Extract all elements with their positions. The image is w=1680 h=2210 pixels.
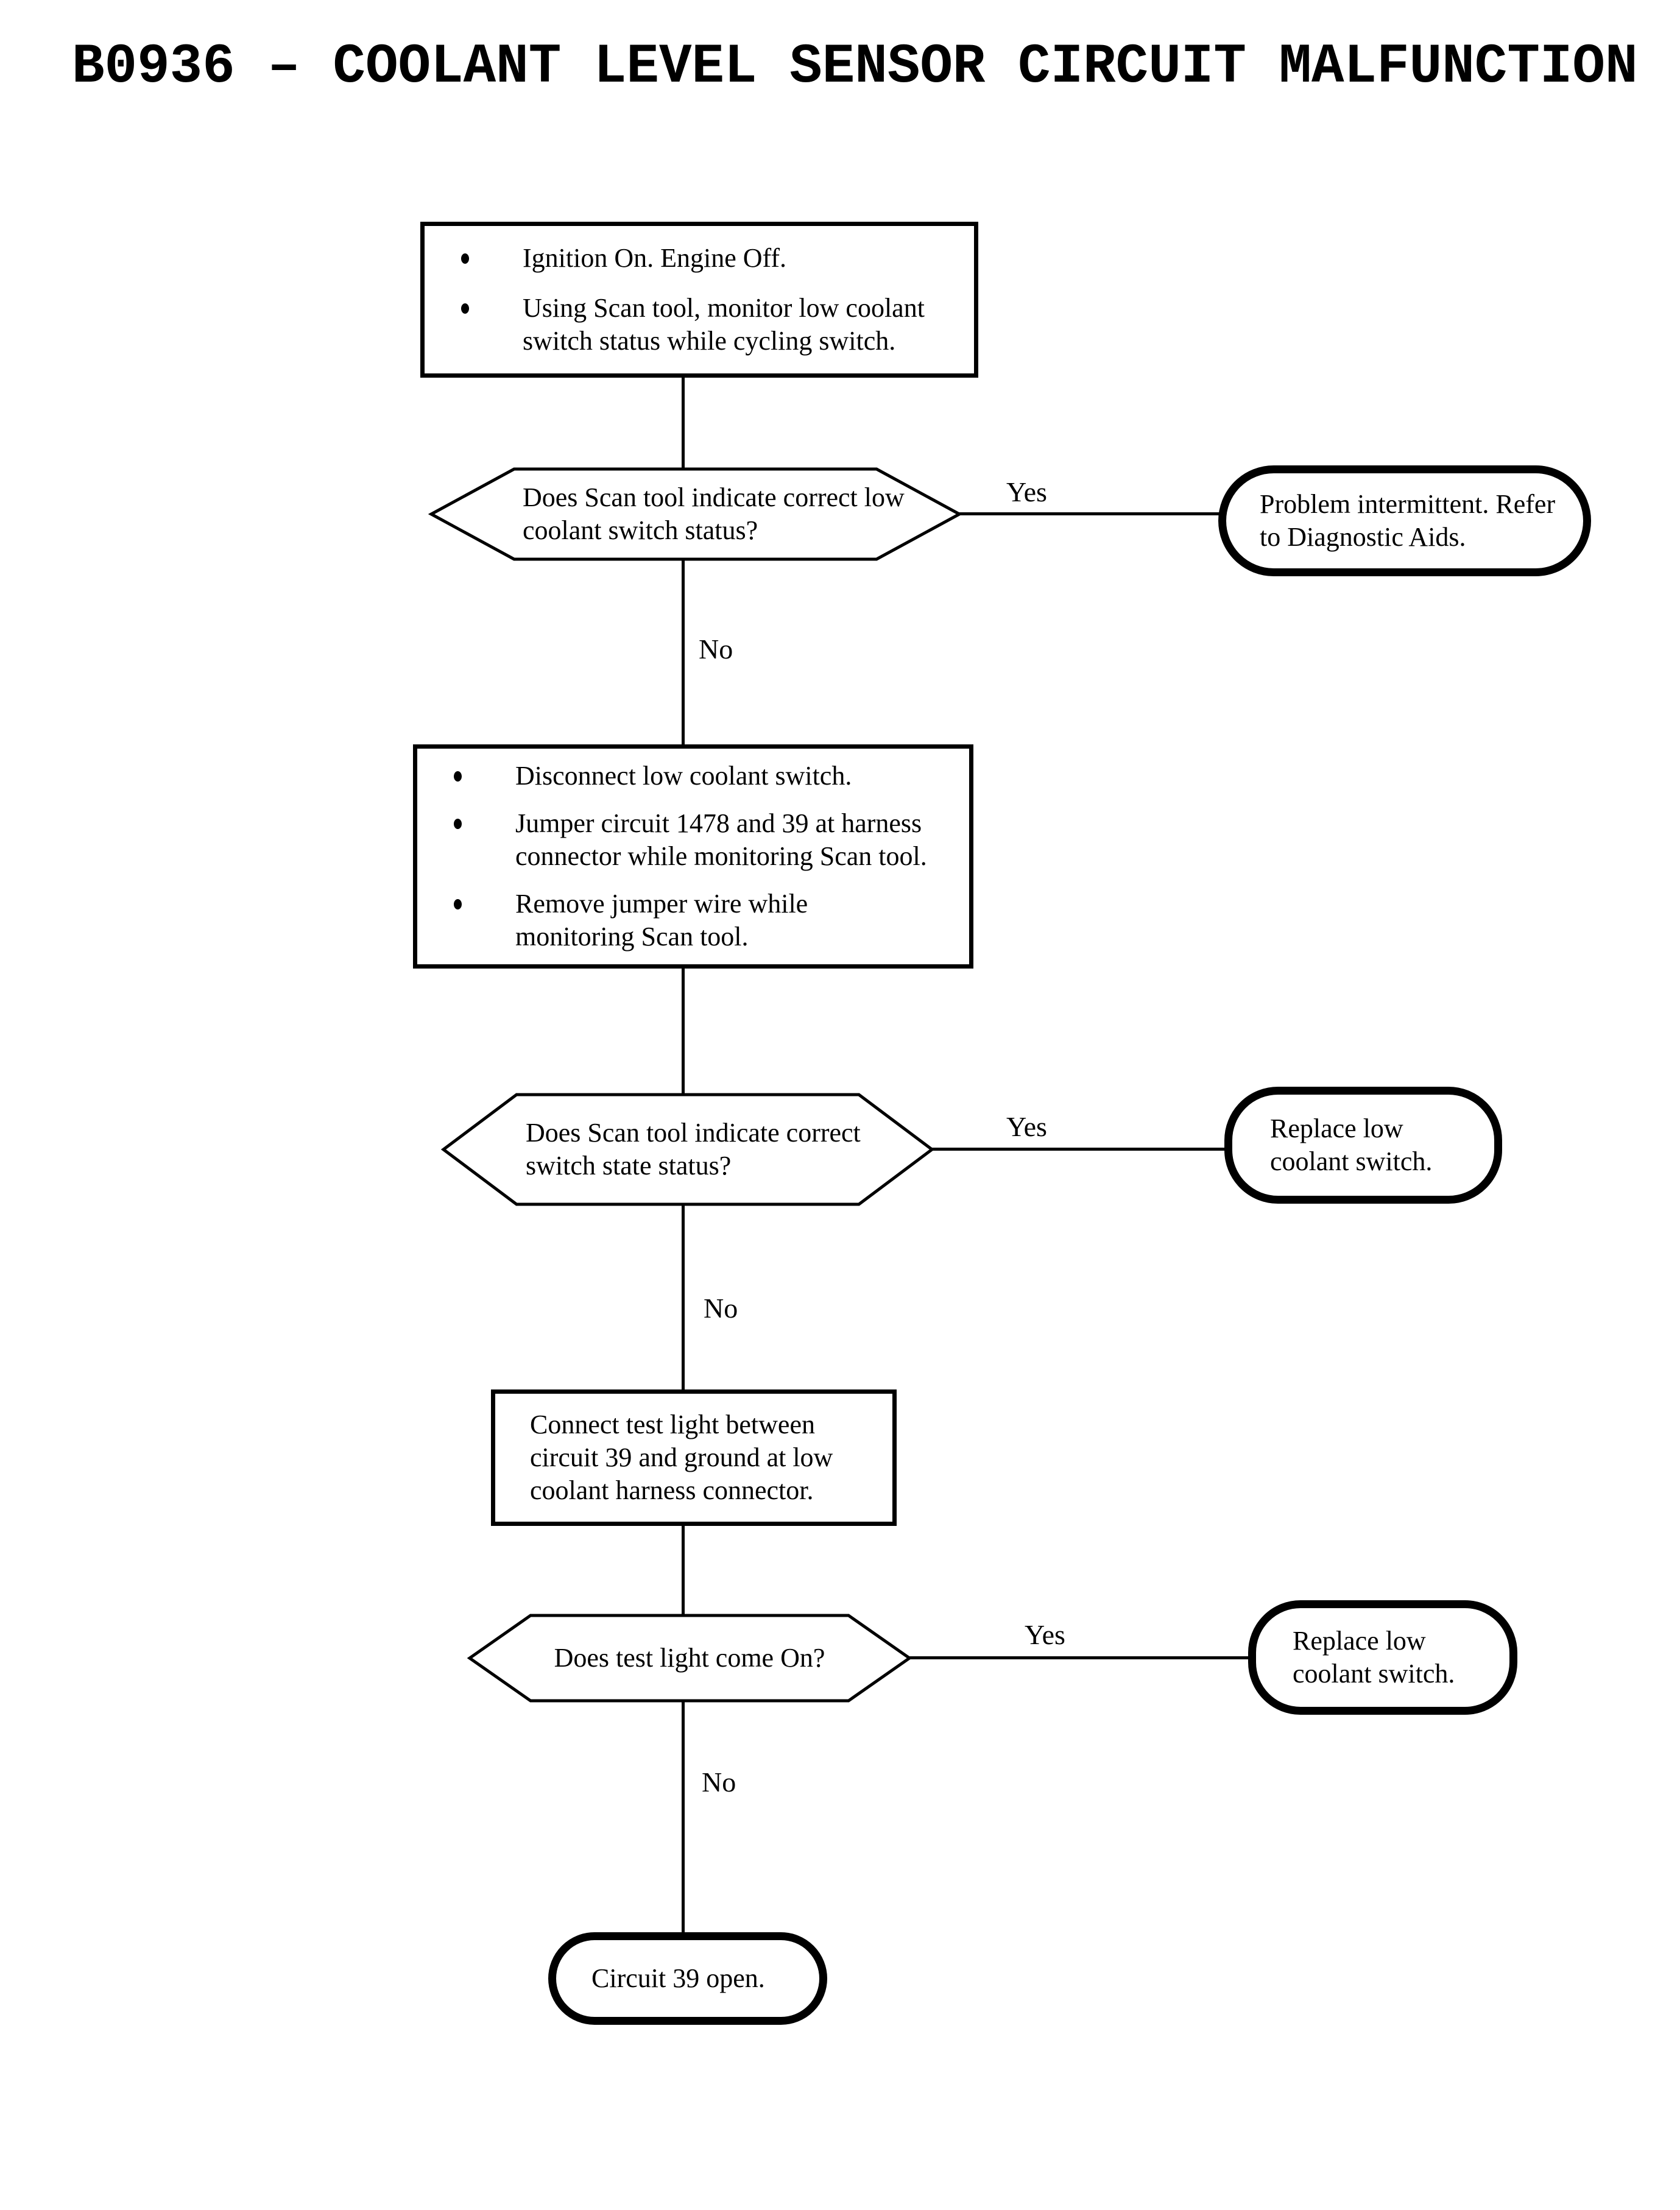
terminal-replace-switch-2: Replace low coolant switch. <box>1248 1600 1517 1715</box>
step-text: Connect test light between circuit 39 an… <box>530 1410 833 1505</box>
no-label: No <box>702 1767 736 1798</box>
list-item: Jumper circuit 1478 and 39 at harness co… <box>454 807 955 873</box>
yes-label: Yes <box>1006 476 1047 507</box>
connector-decision3-yes <box>907 1656 1251 1659</box>
terminal-text: Circuit 39 open. <box>591 1963 765 1993</box>
step-box-test-light: Connect test light between circuit 39 an… <box>491 1389 897 1526</box>
list-item: Using Scan tool, monitor low coolant swi… <box>461 292 959 358</box>
terminal-text: Replace low coolant switch. <box>1270 1114 1433 1176</box>
connector-decision3-no <box>682 1700 685 1935</box>
no-label: No <box>699 634 733 665</box>
decision-test-light: Does test light come On? <box>467 1614 912 1703</box>
decision-question: Does test light come On? <box>554 1643 825 1673</box>
decision-switch-state-status: Does Scan tool indicate correct switch s… <box>440 1093 935 1206</box>
connector-step1-to-decision1 <box>682 376 685 471</box>
step-box-jumper-test: Disconnect low coolant switch. Jumper ci… <box>413 744 973 969</box>
step-text: Jumper circuit 1478 and 39 at harness co… <box>515 808 927 871</box>
step-box-test-light-content: Connect test light between circuit 39 an… <box>495 1394 892 1522</box>
bullet-icon <box>454 771 462 782</box>
terminal-text: Problem intermittent. Refer to Diagnosti… <box>1260 489 1556 552</box>
bullet-icon <box>461 303 469 314</box>
bullet-icon <box>461 253 469 264</box>
step-box-initial-setup-list: Ignition On. Engine Off. Using Scan tool… <box>425 226 974 373</box>
bullet-icon <box>454 899 462 909</box>
list-item: Disconnect low coolant switch. <box>454 760 955 793</box>
page-title: B0936 – COOLANT LEVEL SENSOR CIRCUIT MAL… <box>72 35 1638 99</box>
bullet-icon <box>454 819 462 829</box>
step-box-jumper-test-list: Disconnect low coolant switch. Jumper ci… <box>417 749 969 964</box>
terminal-replace-switch-1: Replace low coolant switch. <box>1224 1087 1502 1204</box>
connector-decision2-no <box>682 1203 685 1392</box>
terminal-problem-intermittent: Problem intermittent. Refer to Diagnosti… <box>1218 465 1591 576</box>
step-box-initial-setup: Ignition On. Engine Off. Using Scan tool… <box>420 222 978 378</box>
connector-step3-to-decision3 <box>682 1525 685 1617</box>
connector-decision1-no <box>682 558 685 747</box>
list-item: Ignition On. Engine Off. <box>461 242 959 275</box>
yes-label: Yes <box>1006 1111 1047 1142</box>
step-text: Disconnect low coolant switch. <box>515 761 852 791</box>
yes-label: Yes <box>1025 1619 1065 1650</box>
decision-scan-switch-status: Does Scan tool indicate correct low cool… <box>428 467 963 561</box>
step-text: Ignition On. Engine Off. <box>523 243 787 273</box>
step-text: Remove jumper wire while monitoring Scan… <box>515 889 808 951</box>
decision-question: Does Scan tool indicate correct switch s… <box>526 1118 861 1181</box>
terminal-circuit-39-open: Circuit 39 open. <box>548 1932 827 2025</box>
decision-question: Does Scan tool indicate correct low cool… <box>523 482 905 545</box>
list-item: Remove jumper wire while monitoring Scan… <box>454 888 955 953</box>
no-label: No <box>704 1293 738 1324</box>
connector-decision1-yes <box>958 512 1219 515</box>
terminal-text: Replace low coolant switch. <box>1293 1626 1455 1689</box>
connector-step2-to-decision2 <box>682 967 685 1096</box>
step-text: Using Scan tool, monitor low coolant swi… <box>523 293 925 356</box>
connector-decision2-yes <box>930 1148 1227 1151</box>
